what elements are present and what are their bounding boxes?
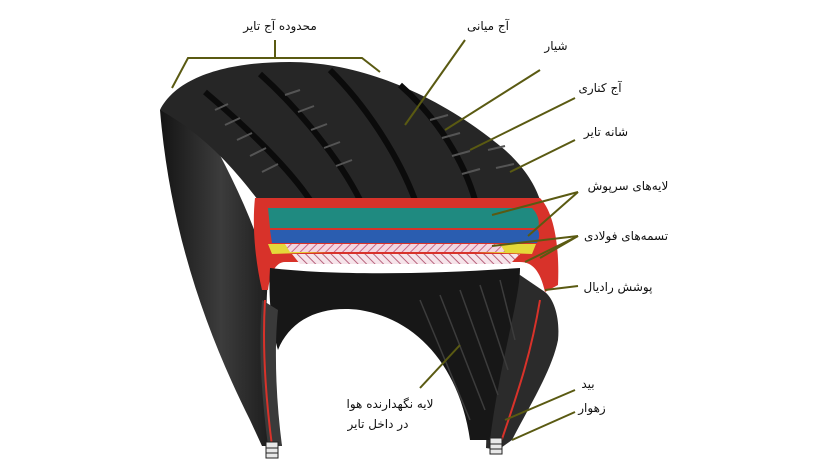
label-inner-liner-line1: لایه نگهدارنده هوا [347, 397, 434, 412]
tire-illustration [160, 62, 559, 459]
label-side-tread: آج کناری [578, 80, 622, 96]
label-groove: شیار [543, 39, 567, 54]
label-center-tread: آج میانی [467, 18, 510, 33]
label-bead-filler: زهوار [577, 401, 606, 416]
inner-texture [419, 279, 516, 421]
left-bead [265, 441, 279, 459]
tread-surface [160, 62, 540, 200]
inner-liner [269, 268, 520, 440]
label-bead: بید [581, 377, 594, 391]
steel-belt-2 [292, 254, 520, 264]
label-shoulder: شانه تایر [583, 125, 628, 140]
tread-sipes [214, 89, 515, 175]
teal-cap-ply [268, 208, 539, 228]
left-lower-flap [260, 300, 282, 446]
label-tread-width: محدوده آج تایر [242, 18, 317, 34]
labels: محدوده آج تایر آج میانی شیار آج کناری شا… [242, 18, 668, 432]
label-steel-belts: تسمه‌های فولادی [584, 229, 668, 244]
steel-belt-1 [285, 244, 505, 252]
right-bead [489, 437, 503, 455]
label-radial-ply: پوشش رادیال [584, 280, 653, 295]
blue-cap-ply [270, 230, 540, 243]
left-sidewall [160, 100, 282, 446]
leader-lines [404, 39, 579, 441]
label-inner-liner-line2: در داخل تایر [347, 417, 409, 432]
label-cap-plies: لایه‌های سرپوش [588, 179, 669, 194]
tread-grooves [203, 67, 478, 202]
